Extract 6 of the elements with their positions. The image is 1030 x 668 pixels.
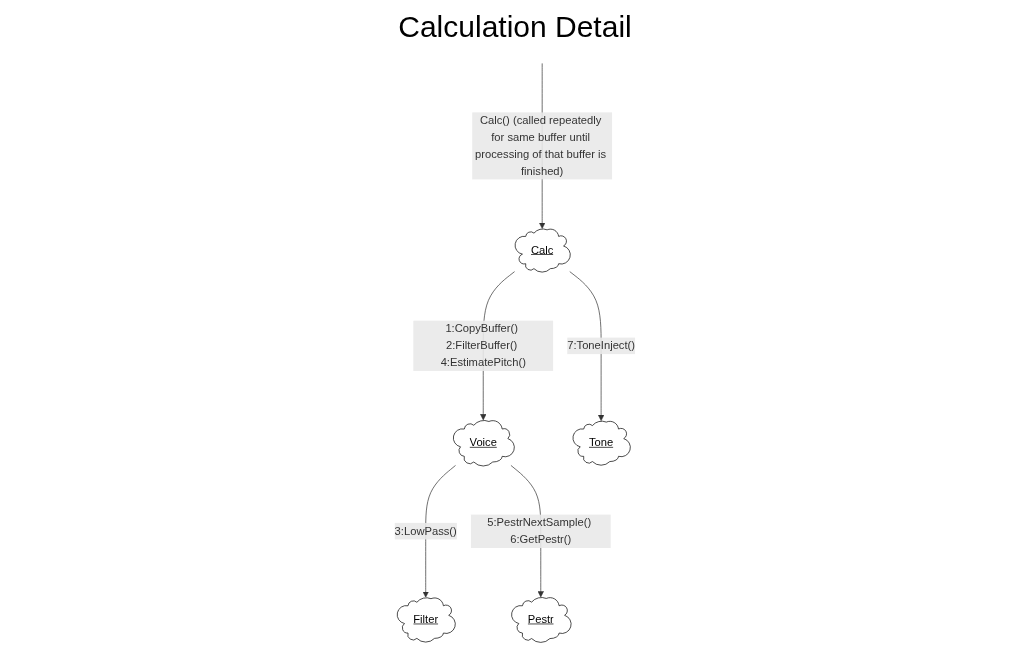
diagram-title: Calculation Detail bbox=[397, 10, 633, 44]
edge-label: 3:LowPass() bbox=[394, 524, 457, 537]
edge-label: 5:PestrNextSample() 6:GetPestr() bbox=[487, 516, 592, 546]
edge-label: Calc() (called repeatedly for same buffer until processing of that buffer is finished) bbox=[475, 114, 607, 177]
edge-label: 7:ToneInject() bbox=[567, 339, 636, 352]
edge-label: 1:CopyBuffer() 2:FilterBuffer() 4:EstimatePitch() bbox=[440, 322, 527, 369]
